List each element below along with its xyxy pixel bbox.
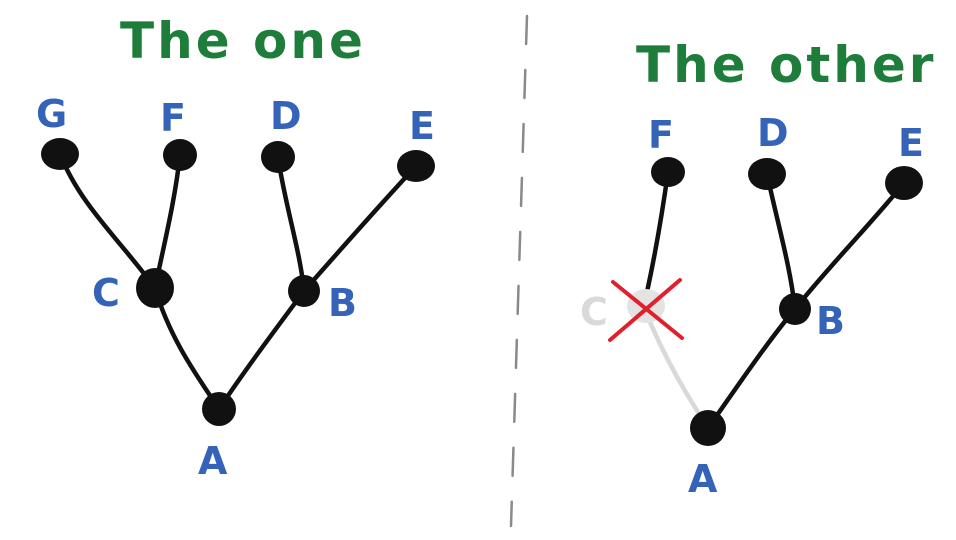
node-e — [397, 150, 435, 182]
left-tree-title: The one — [120, 12, 366, 70]
label-f: F — [648, 113, 674, 157]
node-g — [41, 138, 79, 170]
label-c-removed: C — [580, 290, 608, 334]
label-f: F — [160, 96, 186, 140]
edge-a-b — [705, 306, 798, 431]
left-tree-panel: The one G F D E C B A — [36, 12, 435, 483]
edge-b-e — [792, 180, 907, 312]
edge-c-f — [644, 169, 671, 295]
label-c: C — [92, 271, 120, 315]
edge-c-g — [57, 151, 158, 291]
panel-divider — [509, 14, 529, 528]
label-b: B — [816, 299, 845, 343]
edge-b-d — [764, 171, 798, 312]
right-tree-title: The other — [636, 36, 936, 94]
edge-a-c — [152, 285, 222, 412]
label-a: A — [198, 439, 228, 483]
edge-b-e — [301, 163, 419, 294]
label-g: G — [36, 92, 67, 136]
label-b: B — [328, 281, 357, 325]
node-d — [748, 158, 786, 190]
node-b — [779, 293, 811, 325]
removed-cross-icon — [608, 278, 684, 342]
edge-a-c-removed — [642, 307, 711, 431]
node-e — [885, 166, 923, 200]
edge-a-b — [216, 288, 307, 412]
node-d — [261, 141, 295, 173]
right-tree-panel: The other C F D E B A — [580, 36, 936, 501]
label-e: E — [409, 104, 435, 148]
node-a — [690, 410, 726, 446]
node-a — [202, 392, 236, 426]
node-b — [288, 275, 320, 307]
label-d: D — [757, 111, 789, 155]
label-e: E — [898, 121, 924, 165]
label-d: D — [270, 94, 302, 138]
label-a: A — [688, 457, 718, 501]
node-c — [136, 268, 174, 308]
edge-b-d — [275, 154, 307, 294]
edge-c-f — [152, 152, 183, 291]
node-f — [163, 139, 197, 171]
node-f — [651, 157, 685, 187]
